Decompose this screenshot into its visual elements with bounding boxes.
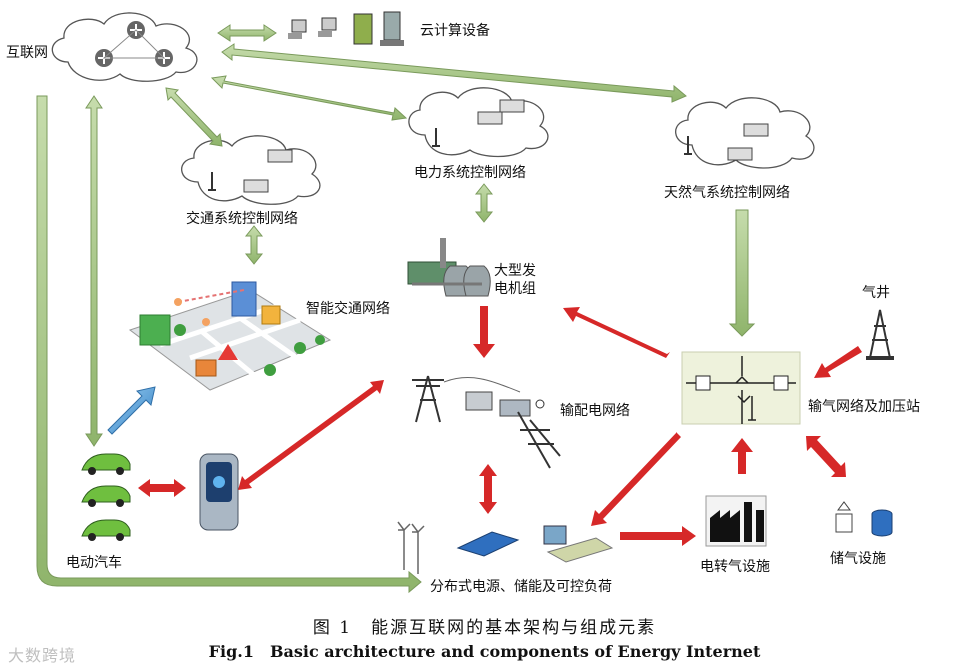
distributed-label: 分布式电源、储能及可控负荷 — [430, 579, 612, 595]
pipeline-panel — [681, 351, 801, 425]
green-arrows — [36, 24, 756, 594]
blue-arrow — [107, 386, 156, 435]
red-arrows — [138, 306, 862, 546]
smart-traffic-city-icon — [128, 281, 332, 391]
cloud-computing-devices-icon — [288, 11, 404, 46]
charging-station-icon — [199, 453, 239, 531]
gas-storage-label: 储气设施 — [830, 551, 886, 567]
internet-cloud — [51, 12, 198, 82]
smart-traffic-label: 智能交通网络 — [306, 301, 390, 317]
cloud-devices-label: 云计算设备 — [420, 23, 490, 39]
gas-well-icon — [866, 309, 894, 360]
caption-english: Fig.1 Basic architecture and components … — [208, 642, 761, 661]
internet-label: 互联网 — [6, 45, 48, 61]
ev-label: 电动汽车 — [66, 555, 122, 571]
traffic-control-label: 交通系统控制网络 — [186, 211, 298, 227]
gas-control-cloud — [675, 97, 815, 169]
transmission-grid-icon — [412, 375, 561, 469]
gas-well-label: 气井 — [862, 285, 890, 301]
p2g-label: 电转气设施 — [700, 559, 770, 575]
large-generator-icon — [407, 238, 491, 297]
generator-label: 大型发 电机组 — [494, 263, 536, 297]
electric-vehicles-icon — [81, 453, 131, 541]
pipeline-label: 输气网络及加压站 — [808, 399, 920, 415]
distributed-resources-icon — [397, 521, 614, 574]
caption-chinese: 图 1 能源互联网的基本架构与组成元素 — [312, 618, 657, 638]
power-control-cloud — [408, 87, 549, 158]
gas-control-label: 天然气系统控制网络 — [664, 185, 790, 201]
watermark: 大数跨境 — [8, 646, 77, 665]
grid-label: 输配电网络 — [560, 403, 630, 419]
power-to-gas-icon — [705, 495, 767, 547]
power-control-label: 电力系统控制网络 — [414, 165, 526, 181]
gas-storage-icon — [835, 501, 893, 537]
traffic-control-cloud — [181, 135, 321, 205]
